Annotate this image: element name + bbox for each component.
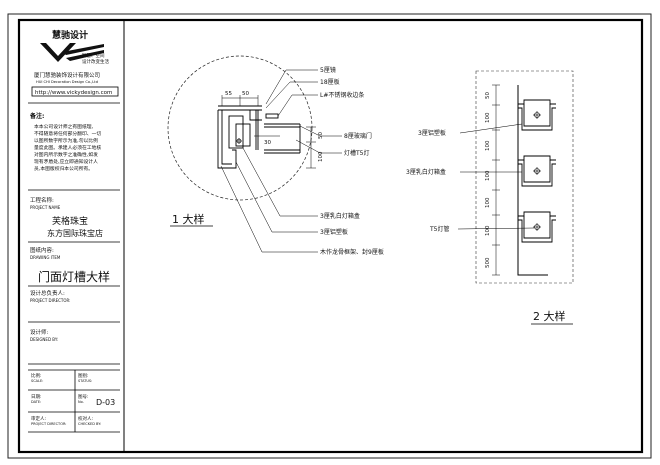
detail-2-dims: 50 100 100 100 100 100 500 bbox=[485, 92, 491, 268]
svg-text:500: 500 bbox=[485, 257, 491, 268]
svg-text:100: 100 bbox=[485, 112, 491, 123]
detail-1: 55 50 30 50 100 5厘镜 18厘板 L#不锈钢收边条 8厘玻璃门 … bbox=[167, 55, 384, 256]
director-label: 设计总负责人: bbox=[30, 289, 65, 297]
svg-text:50: 50 bbox=[485, 92, 491, 99]
project-name-1: 芙格珠宝 bbox=[52, 215, 88, 227]
d2-label-t5: T5灯管 bbox=[429, 225, 449, 233]
company-name-en: HUI CHI Decoration Design Co.,Ltd bbox=[36, 80, 98, 84]
dim-50-vertical: 50 bbox=[318, 132, 324, 139]
svg-text:不得随意将任何部分翻印、一切: 不得随意将任何部分翻印、一切 bbox=[34, 130, 101, 137]
svg-text:100: 100 bbox=[485, 197, 491, 208]
svg-text:员,本图版权归本公司所有。: 员,本图版权归本公司所有。 bbox=[34, 165, 93, 172]
tagline-2: 设计改变生活 bbox=[82, 58, 109, 65]
label-wood-frame: 木作龙骨框架、封9厘板 bbox=[320, 248, 384, 256]
dim-100: 100 bbox=[318, 151, 324, 162]
date-label: 日期: bbox=[31, 394, 42, 400]
website: http://www.vickydesign.com bbox=[35, 90, 112, 96]
d2-label-lightbox: 3厘乳白灯箱盒 bbox=[406, 168, 446, 176]
drawing-title: 门面灯槽大样 bbox=[38, 269, 110, 284]
drawing-number: D-03 bbox=[96, 398, 115, 407]
drawing-no-label: 图号: bbox=[78, 394, 89, 400]
svg-text:以图所数字所示为准,勿以比例: 以图所数字所示为准,勿以比例 bbox=[34, 137, 98, 144]
scale-label: 比例: bbox=[31, 372, 42, 379]
label-t5-lamp: 灯槽T5灯 bbox=[344, 149, 369, 157]
detail-2: 50 100 100 100 100 100 500 bbox=[406, 70, 574, 325]
svg-text:DATE:: DATE: bbox=[31, 400, 41, 404]
company-logo: 慧驰设计 bbox=[40, 29, 104, 62]
approved-label: 审定人: bbox=[31, 415, 46, 422]
svg-text:DESIGNED BY:: DESIGNED BY: bbox=[30, 337, 58, 342]
svg-text:PROJECT DIRECTOR:: PROJECT DIRECTOR: bbox=[31, 422, 66, 426]
svg-text:SCALE:: SCALE: bbox=[31, 379, 43, 383]
tagline-1: 智慧、空间 bbox=[82, 52, 105, 59]
label-stainless-edge: L#不锈钢收边条 bbox=[320, 91, 364, 99]
label-glass-door: 8厘玻璃门 bbox=[344, 132, 372, 140]
designer-label: 设计师: bbox=[30, 328, 49, 336]
svg-text:现有矛盾处,应立即通知设计人: 现有矛盾处,应立即通知设计人 bbox=[34, 158, 98, 165]
notes-body: 本本公司设计师之有图纸理, 不得随意将任何部分翻印、一切 以图所数字所示为准,勿… bbox=[34, 123, 101, 172]
t5-tubes bbox=[533, 111, 541, 231]
detail-2-frame bbox=[475, 70, 574, 284]
notes-heading: 备注: bbox=[29, 112, 44, 120]
svg-text:No.: No. bbox=[78, 400, 84, 404]
dim-50: 50 bbox=[242, 91, 249, 97]
svg-text:PROJECT DIRECTOR:: PROJECT DIRECTOR: bbox=[30, 298, 71, 303]
svg-text:STATUS:: STATUS: bbox=[78, 379, 92, 383]
sheet-border bbox=[17, 18, 644, 454]
svg-text:100: 100 bbox=[485, 170, 491, 181]
svg-text:CHECKED BY:: CHECKED BY: bbox=[78, 422, 101, 426]
svg-text:PROJECT NAME: PROJECT NAME bbox=[30, 205, 61, 210]
checked-label: 校对人: bbox=[78, 415, 93, 422]
d2-label-alu-panel: 3厘铝塑板 bbox=[418, 129, 446, 137]
svg-text:本本公司设计师之有图纸理,: 本本公司设计师之有图纸理, bbox=[34, 123, 94, 130]
label-18mm-board: 18厘板 bbox=[320, 78, 340, 86]
project-name-label: 工程名称: bbox=[30, 196, 54, 204]
detail-1-title: 1 大样 bbox=[172, 212, 205, 226]
svg-text:100: 100 bbox=[485, 140, 491, 151]
svg-text:DRAWING ITEM: DRAWING ITEM bbox=[30, 255, 61, 260]
project-name-2: 东方国际珠宝店 bbox=[47, 228, 103, 238]
company-name-cn: 厦门慧驰装饰设计有限公司 bbox=[34, 71, 100, 79]
dim-30: 30 bbox=[264, 140, 271, 146]
title-block: 慧驰设计 智慧、空间 设计改变生活 厦门慧驰装饰设计有限公司 HUI CHI D… bbox=[28, 20, 125, 452]
svg-text:对图内所示数字之准确性,如发: 对图内所示数字之准确性,如发 bbox=[34, 151, 98, 158]
label-alu-panel: 3厘铝塑板 bbox=[320, 228, 348, 236]
detail-circle bbox=[167, 55, 313, 201]
light-boxes bbox=[518, 99, 556, 243]
label-5mm-mirror: 5厘镜 bbox=[320, 66, 336, 74]
dim-55: 55 bbox=[225, 91, 232, 97]
svg-text:慧驰设计: 慧驰设计 bbox=[52, 29, 88, 41]
status-label: 图别: bbox=[78, 372, 89, 379]
drawing-item-label: 图纸内容: bbox=[30, 246, 54, 254]
svg-text:量度此图。承建人必须在工地核: 量度此图。承建人必须在工地核 bbox=[34, 144, 101, 151]
label-lightbox: 3厘乳白灯箱盒 bbox=[320, 212, 360, 220]
svg-text:100: 100 bbox=[485, 225, 491, 236]
detail-2-title: 2 大样 bbox=[533, 309, 566, 323]
